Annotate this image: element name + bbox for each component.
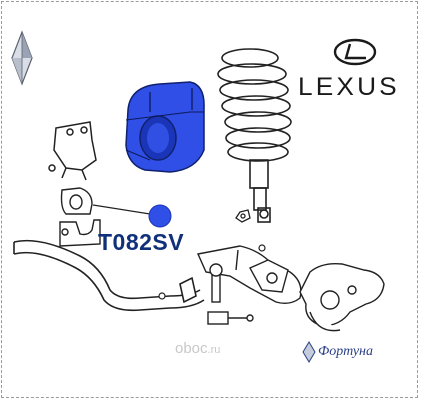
bushing-outline (60, 187, 93, 215)
steering-knuckle (299, 262, 385, 332)
lower-control-arm (197, 245, 302, 305)
fortuna-label: Фортуна (318, 344, 373, 359)
coil-spring-strut (217, 48, 292, 223)
leader-line (92, 204, 151, 215)
watermark-text: oboc.ru (175, 340, 220, 357)
stabilizer-bar (13, 239, 205, 312)
lexus-wordmark: LEXUS (298, 73, 400, 101)
watermark-tld: .ru (207, 344, 221, 356)
part-number-label: T082SV (98, 229, 185, 255)
bushing-clamp (59, 219, 101, 247)
stabilizer-link (207, 263, 254, 325)
fortuna-emblem-icon (302, 341, 316, 363)
nut-part (235, 209, 251, 223)
lexus-emblem-icon (333, 38, 377, 66)
rhombus-logo-icon (11, 30, 33, 86)
mount-bracket (48, 121, 97, 181)
stabilizer-bushing-image (125, 81, 205, 173)
watermark-main: oboc (175, 340, 208, 357)
bolt-part (258, 244, 266, 252)
bolt-part (158, 292, 166, 300)
bushing-marker-icon (148, 204, 172, 228)
